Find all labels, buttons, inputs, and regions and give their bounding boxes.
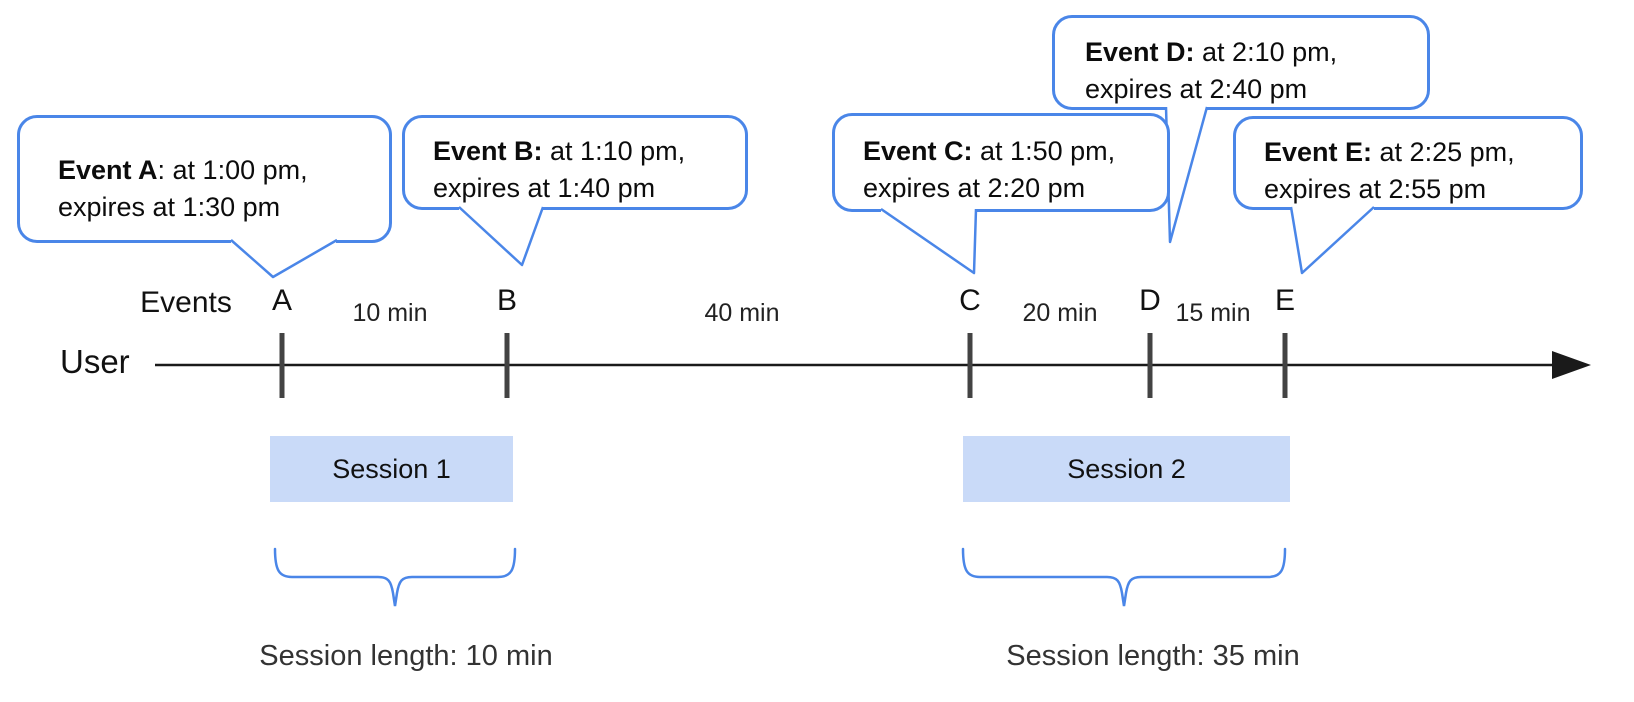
bubble-c-tail bbox=[880, 207, 978, 275]
event-a-line1: Event A: at 1:00 pm, bbox=[58, 152, 389, 189]
session-1-brace bbox=[273, 547, 517, 607]
event-d-expiry: expires at 2:40 pm bbox=[1085, 74, 1308, 104]
event-a-time: : at 1:00 pm, bbox=[157, 155, 308, 185]
session-2-brace bbox=[961, 547, 1287, 607]
session-2-length-label: Session length: 35 min bbox=[1006, 640, 1300, 672]
session-1-length-label: Session length: 10 min bbox=[259, 640, 553, 672]
event-b-expiry: expires at 1:40 pm bbox=[433, 173, 656, 203]
event-e-expiry: expires at 2:55 pm bbox=[1264, 174, 1487, 204]
event-e-bubble: Event E: at 2:25 pm, expires at 2:55 pm bbox=[1233, 116, 1583, 210]
event-b-bubble: Event B: at 1:10 pm, expires at 1:40 pm bbox=[402, 115, 748, 210]
bubble-a-tail bbox=[230, 238, 338, 279]
bubble-b-tail bbox=[458, 206, 545, 267]
interval-c-d: 20 min bbox=[1022, 299, 1098, 327]
event-c-bubble: Event C: at 1:50 pm, expires at 2:20 pm bbox=[832, 113, 1170, 212]
event-letter-e: E bbox=[1274, 284, 1295, 317]
event-c-line1: Event C: at 1:50 pm, bbox=[863, 133, 1167, 170]
event-c-time: at 1:50 pm, bbox=[972, 136, 1116, 166]
event-a-title: Event A bbox=[58, 155, 158, 185]
event-d-time: at 2:10 pm, bbox=[1194, 37, 1338, 67]
arrowhead-icon bbox=[1552, 351, 1591, 379]
event-d-title: Event D: bbox=[1085, 37, 1195, 67]
event-a-bubble: Event A: at 1:00 pm, expires at 1:30 pm bbox=[17, 115, 392, 243]
event-b-time: at 1:10 pm, bbox=[542, 136, 686, 166]
event-letter-d: D bbox=[1139, 284, 1161, 317]
tick-a bbox=[279, 333, 285, 398]
user-axis-label: User bbox=[60, 343, 130, 380]
event-c-expiry: expires at 2:20 pm bbox=[863, 173, 1086, 203]
tick-b bbox=[504, 333, 510, 398]
event-d-bubble: Event D: at 2:10 pm, expires at 2:40 pm bbox=[1052, 15, 1430, 110]
event-letter-b: B bbox=[496, 284, 517, 317]
event-e-line1: Event E: at 2:25 pm, bbox=[1264, 134, 1580, 171]
event-b-line1: Event B: at 1:10 pm, bbox=[433, 133, 745, 170]
session-1-label: Session 1 bbox=[332, 453, 451, 484]
event-d-line1: Event D: at 2:10 pm, bbox=[1085, 34, 1427, 71]
interval-a-b: 10 min bbox=[352, 299, 428, 327]
event-letter-a: A bbox=[271, 284, 292, 317]
event-a-expiry: expires at 1:30 pm bbox=[58, 192, 281, 222]
interval-d-e: 15 min bbox=[1175, 299, 1251, 327]
bubble-e-tail bbox=[1289, 206, 1375, 275]
event-e-time: at 2:25 pm, bbox=[1372, 137, 1515, 167]
events-row-label: Events bbox=[140, 286, 232, 319]
event-b-title: Event B: bbox=[433, 136, 543, 166]
session-2-label: Session 2 bbox=[1067, 453, 1186, 484]
tick-d bbox=[1147, 333, 1153, 398]
event-e-title: Event E: bbox=[1264, 137, 1373, 167]
session-2-box: Session 2 bbox=[963, 436, 1290, 502]
tick-e bbox=[1282, 333, 1288, 398]
tick-c bbox=[967, 333, 973, 398]
bubble-d-tail bbox=[1164, 106, 1209, 244]
interval-b-c: 40 min bbox=[704, 299, 780, 327]
event-c-title: Event C: bbox=[863, 136, 973, 166]
session-1-box: Session 1 bbox=[270, 436, 513, 502]
event-letter-c: C bbox=[959, 284, 981, 317]
